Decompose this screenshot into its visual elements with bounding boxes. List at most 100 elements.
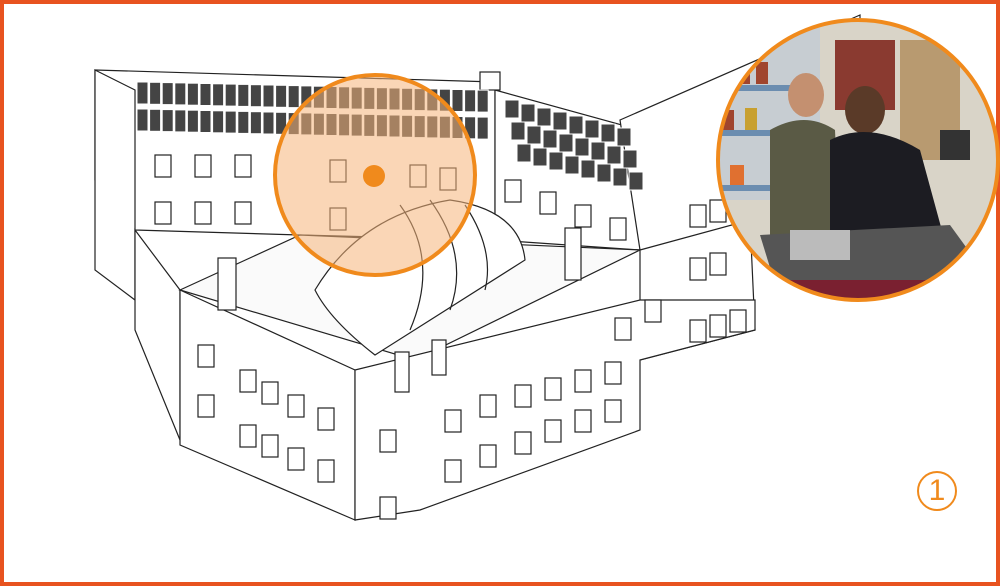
window <box>194 154 212 178</box>
solar-panel <box>574 137 590 157</box>
solar-panel <box>628 171 644 191</box>
photo-frame <box>716 18 1000 302</box>
window <box>689 204 707 228</box>
solar-panel <box>606 145 622 165</box>
window <box>574 409 592 433</box>
solar-panel <box>451 89 464 112</box>
window <box>544 419 562 443</box>
solar-panel <box>136 81 149 105</box>
solar-panel <box>532 147 548 167</box>
solar-panel <box>476 89 489 113</box>
window <box>574 204 592 228</box>
chimney <box>564 227 582 281</box>
window <box>709 314 727 338</box>
window <box>234 154 252 178</box>
window <box>154 201 172 225</box>
window <box>609 217 627 241</box>
window <box>689 257 707 281</box>
chimney <box>394 351 410 393</box>
window <box>239 369 257 393</box>
solar-panel <box>476 116 489 140</box>
window <box>261 381 279 405</box>
solar-panel <box>584 119 600 139</box>
solar-panel <box>136 108 149 132</box>
solar-panel <box>526 125 542 145</box>
window <box>379 429 397 453</box>
window <box>317 459 335 483</box>
solar-panel <box>596 163 612 183</box>
location-marker[interactable] <box>363 165 385 187</box>
window <box>444 459 462 483</box>
window <box>689 319 707 343</box>
window <box>514 384 532 408</box>
solar-panel <box>237 110 250 134</box>
solar-panel <box>174 109 187 133</box>
solar-panel <box>224 110 237 134</box>
solar-panel <box>199 110 212 133</box>
window <box>709 252 727 276</box>
solar-panel <box>262 84 275 108</box>
solar-panel <box>542 129 558 149</box>
solar-panel <box>212 83 225 107</box>
solar-panel <box>510 121 526 141</box>
window <box>614 317 632 341</box>
solar-panel <box>212 110 225 134</box>
solar-panel <box>149 81 162 105</box>
window <box>287 447 305 471</box>
solar-panel <box>161 82 174 106</box>
chimney <box>431 339 447 376</box>
window <box>504 179 522 203</box>
window <box>239 424 257 448</box>
window <box>604 361 622 385</box>
window <box>604 399 622 423</box>
window <box>729 309 747 333</box>
solar-panel <box>568 115 584 135</box>
window <box>479 394 497 418</box>
solar-panel <box>548 151 564 171</box>
solar-panel <box>186 82 199 106</box>
solar-panel <box>174 82 187 106</box>
solar-panel <box>249 111 262 135</box>
solar-panel <box>580 159 596 179</box>
solar-panel <box>275 84 288 108</box>
step-number-badge: 1 <box>917 471 957 511</box>
solar-panel <box>516 143 532 163</box>
window <box>197 394 215 418</box>
window <box>539 191 557 215</box>
solar-panel <box>536 107 552 127</box>
solar-panel <box>186 109 199 133</box>
solar-panel <box>287 85 300 109</box>
solar-panel <box>464 89 477 113</box>
window <box>261 434 279 458</box>
window <box>514 431 532 455</box>
solar-panel <box>552 111 568 131</box>
solar-panel <box>612 167 628 187</box>
left-side-wall <box>94 69 136 302</box>
solar-panel <box>520 103 536 123</box>
solar-panel <box>590 141 606 161</box>
solar-panel <box>237 83 250 107</box>
window <box>574 369 592 393</box>
window <box>287 394 305 418</box>
solar-panel <box>564 155 580 175</box>
workshop-photo <box>718 20 998 300</box>
courtyard-wall <box>134 228 181 441</box>
solar-panel <box>224 83 237 107</box>
window <box>154 154 172 178</box>
window <box>234 201 252 225</box>
chimney <box>217 257 237 311</box>
window <box>379 496 397 520</box>
window <box>444 409 462 433</box>
window <box>644 299 662 323</box>
chimney <box>479 71 501 91</box>
window <box>317 407 335 431</box>
solar-panel <box>262 111 275 135</box>
window <box>197 344 215 368</box>
window <box>479 444 497 468</box>
window <box>194 201 212 225</box>
window <box>544 377 562 401</box>
solar-panel <box>600 123 616 143</box>
solar-panel <box>622 149 638 169</box>
solar-panel <box>199 83 212 106</box>
